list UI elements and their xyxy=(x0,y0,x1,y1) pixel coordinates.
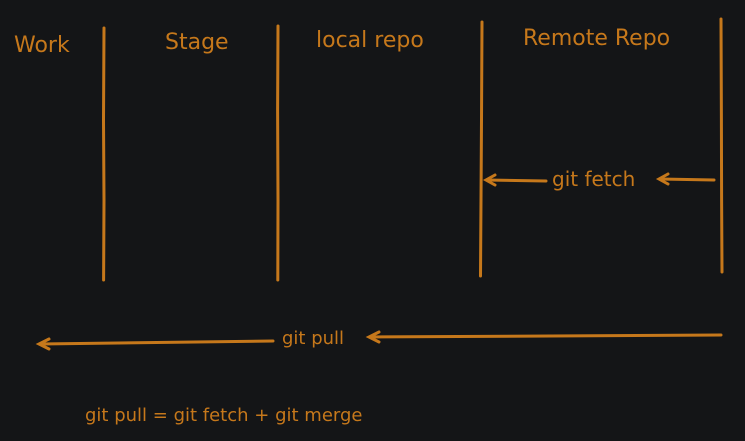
column-header-stage: Stage xyxy=(165,30,229,55)
git-pull-equation: git pull = git fetch + git merge xyxy=(85,405,362,426)
fetch-arrow-left-segment xyxy=(485,178,548,183)
divider-remote-end xyxy=(719,17,724,274)
fetch-arrowhead-right xyxy=(655,172,670,186)
column-header-work: Work xyxy=(14,33,70,58)
pull-arrow-right-segment xyxy=(368,333,723,339)
column-header-remote-repo: Remote Repo xyxy=(523,26,670,51)
pull-arrow-left-segment xyxy=(38,339,275,346)
git-fetch-label: git fetch xyxy=(552,167,635,191)
pull-arrowhead-left xyxy=(35,337,51,351)
fetch-arrowhead-left xyxy=(482,173,497,187)
fetch-arrow-right-segment xyxy=(658,177,716,182)
pull-arrowhead-right xyxy=(365,330,381,344)
divider-work-stage xyxy=(101,26,106,282)
git-pull-label: git pull xyxy=(282,328,344,349)
divider-local-remote xyxy=(479,20,484,278)
column-header-local-repo: local repo xyxy=(316,28,424,53)
